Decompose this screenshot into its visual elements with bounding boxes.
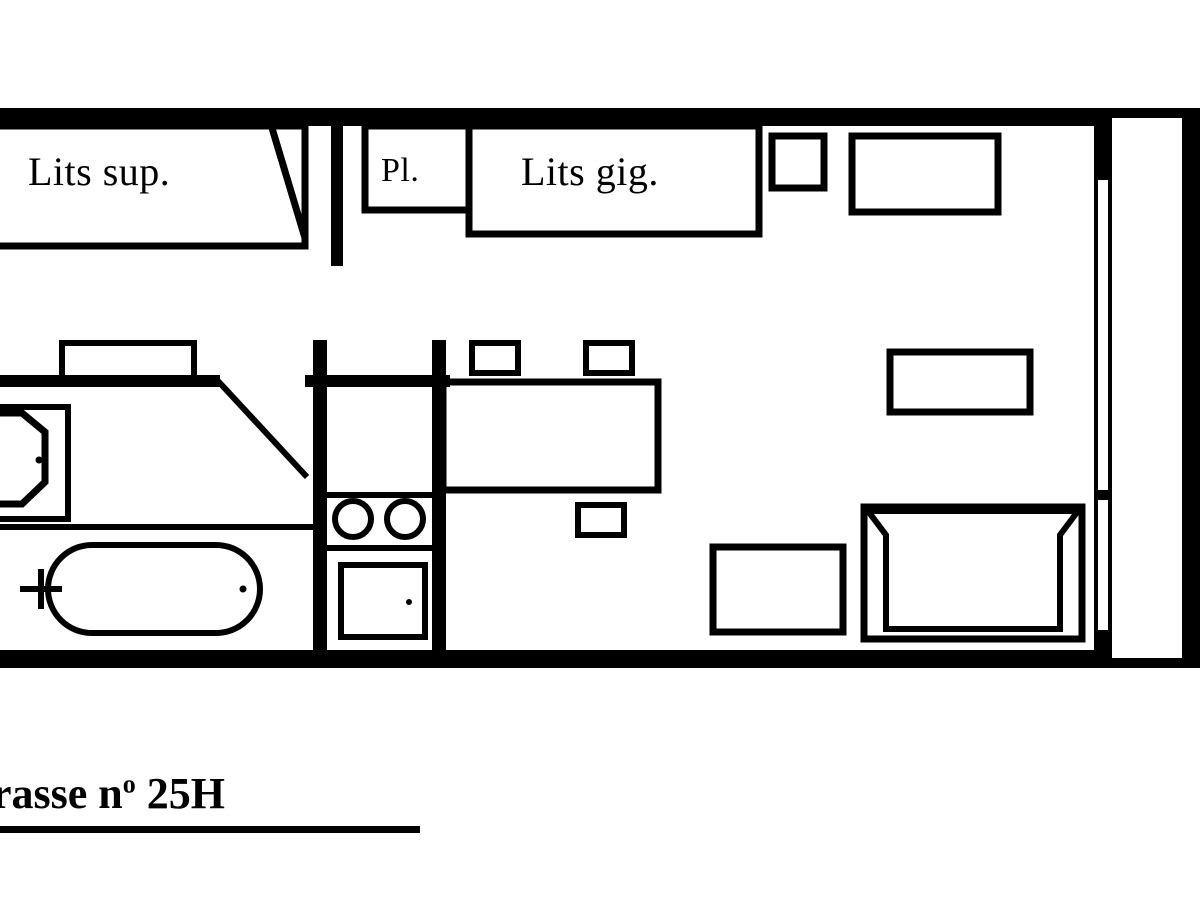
bunk-ladder-icon <box>268 126 309 240</box>
bathtub-icon <box>45 542 263 636</box>
partition-wall-bathroom-kitchen <box>313 340 327 665</box>
vanity-icon <box>0 404 71 522</box>
dining-chair-icon <box>583 340 635 376</box>
trundle-bed-icon <box>465 122 763 238</box>
wall-bottom <box>0 650 1112 668</box>
caption-text: rasse n <box>0 769 123 818</box>
bathtub-faucet-icon <box>20 569 62 609</box>
sliding-door-upper-frame <box>1096 180 1098 490</box>
caption-underline <box>0 826 420 833</box>
partition-wall-horizontal-nib <box>305 375 450 387</box>
caption-superscript: o <box>122 769 136 799</box>
room-label-lits-gig: Lits gig. <box>521 149 659 194</box>
wall-top <box>0 108 1112 126</box>
dining-chair-icon <box>575 502 627 538</box>
sliding-door-lower-icon <box>1098 500 1108 630</box>
bathtub-drain-icon <box>239 585 247 593</box>
sink-drain-icon <box>35 456 43 464</box>
oven-handle-icon <box>406 599 412 605</box>
wc-cistern-icon <box>59 340 197 382</box>
sliding-door-group <box>1096 180 1108 630</box>
cooktop-burner-left-icon <box>332 498 374 540</box>
oven-appliance-icon <box>338 562 428 640</box>
sofa-seat-icon <box>862 508 1084 632</box>
dining-chair-icon <box>469 340 521 376</box>
cabinet-icon <box>886 348 1034 416</box>
bed-icon <box>848 132 1002 216</box>
wall-terrace-right <box>1182 108 1200 668</box>
bedroom-furniture-group <box>768 132 1002 216</box>
side-table-icon <box>709 543 847 636</box>
caption-number: 25H <box>135 769 226 818</box>
room-sejour <box>439 340 1086 643</box>
room-lits-superposes <box>0 122 309 250</box>
room-salle-de-bain <box>0 340 313 636</box>
door-swing-icon <box>215 378 310 480</box>
sofa-icon <box>860 503 1086 643</box>
sliding-door-upper-icon <box>1098 180 1108 490</box>
partition-wall-bedroom1 <box>331 126 343 266</box>
room-cuisine <box>327 492 439 640</box>
cooktop-burner-right-icon <box>384 498 426 540</box>
interior-partitions-upper <box>331 126 343 266</box>
room-label-lits-sup: Lits sup. <box>28 149 171 194</box>
room-label-placard: Pl. <box>381 152 420 189</box>
bunk-bed-icon <box>0 122 309 250</box>
dining-table-icon <box>439 378 662 494</box>
nightstand-icon <box>768 132 828 192</box>
sink-basin-icon <box>0 409 49 508</box>
room-lits-gigognes <box>465 122 763 238</box>
sliding-door-lower-frame <box>1096 500 1098 630</box>
interior-partitions-middle <box>0 340 450 665</box>
plan-caption: rasse no 25H <box>0 769 226 818</box>
wall-terrace-top <box>1112 108 1200 118</box>
wall-terrace-bottom <box>1112 658 1200 668</box>
